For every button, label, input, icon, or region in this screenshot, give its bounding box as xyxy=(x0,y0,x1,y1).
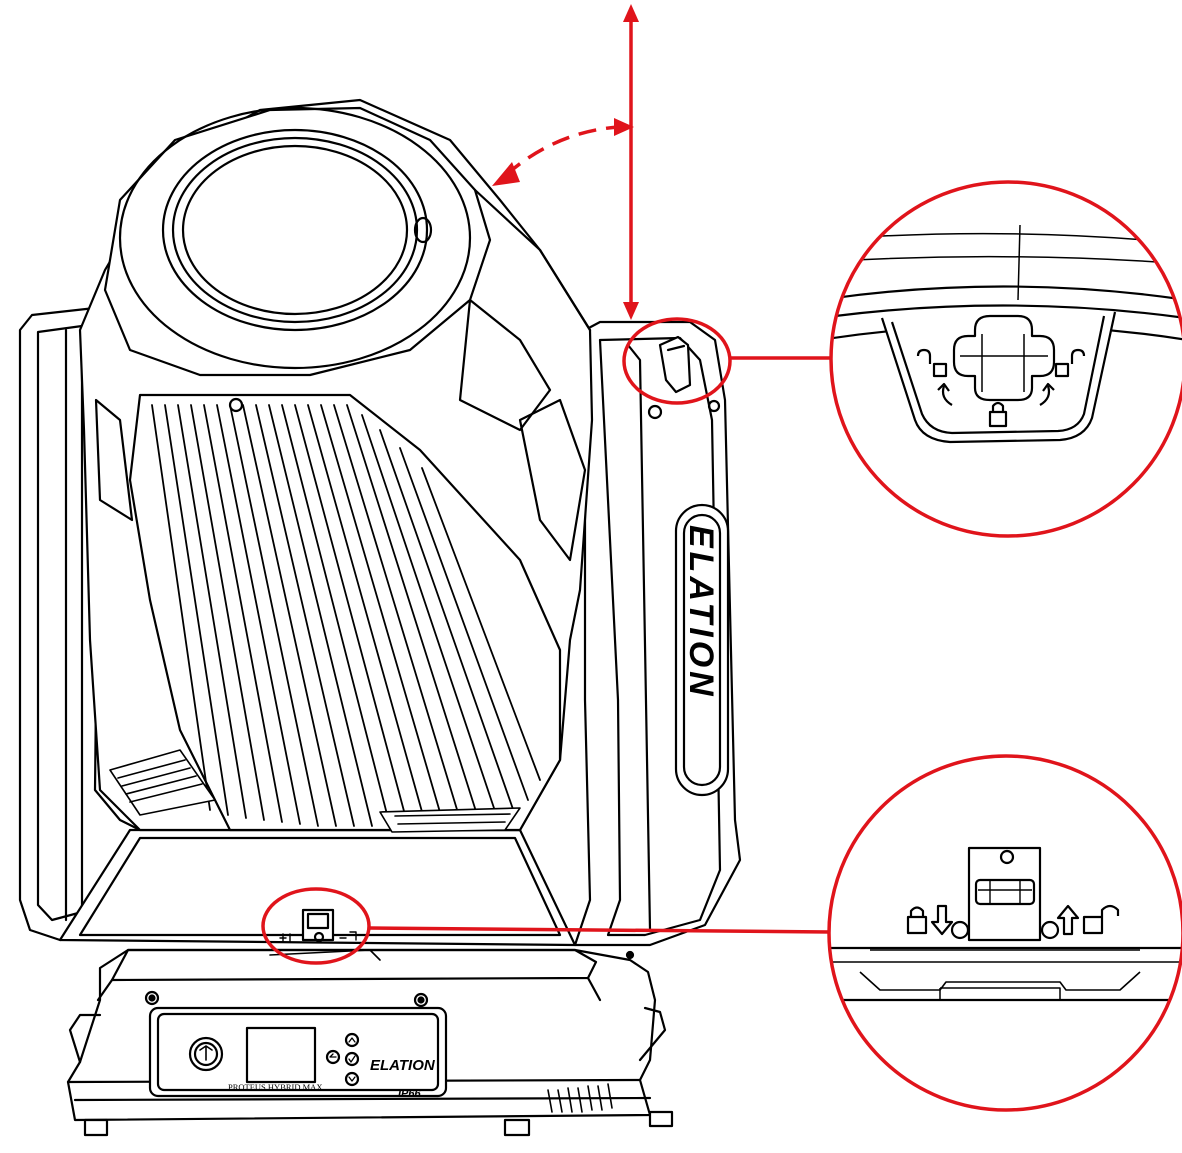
tilt-lock-detail xyxy=(829,180,1182,538)
tilt-lock-callout xyxy=(622,317,732,405)
enter-button xyxy=(344,1051,360,1067)
panel-logo-text: ELATION xyxy=(370,1057,436,1074)
control-panel xyxy=(148,1006,448,1098)
rotate-arrow-icon xyxy=(937,382,1055,406)
tilt-lock-tab xyxy=(658,335,692,394)
down-arrow-icon xyxy=(930,904,954,936)
arm-logo-text: ELATION xyxy=(682,525,720,700)
pan-lock-callout xyxy=(261,887,371,965)
arm-logo-plate xyxy=(674,503,730,797)
tilt-direction-arrow xyxy=(504,125,619,177)
up-arrow-icon xyxy=(1056,904,1080,936)
moving-head-fixture xyxy=(18,98,742,1137)
locked-padlock-icon xyxy=(988,401,1008,428)
unlocked-padlock-icon xyxy=(1054,348,1086,378)
pan-lock-tab xyxy=(269,908,381,961)
up-button xyxy=(344,1032,360,1048)
model-label: PROTEUS HYBRID MAX xyxy=(228,1082,322,1092)
front-lens xyxy=(161,128,429,332)
unlocked-padlock-icon xyxy=(916,348,948,378)
unlocked-padlock-icon xyxy=(1082,904,1120,935)
locked-padlock-icon xyxy=(906,906,928,935)
moving-head xyxy=(78,98,594,833)
back-button xyxy=(325,1049,341,1065)
ip-rating-label: IP66 xyxy=(398,1088,422,1100)
down-button xyxy=(344,1071,360,1087)
power-button xyxy=(188,1036,224,1072)
lcd-display xyxy=(245,1026,317,1084)
annotations xyxy=(261,4,831,965)
pan-lock-detail xyxy=(827,754,1182,1112)
